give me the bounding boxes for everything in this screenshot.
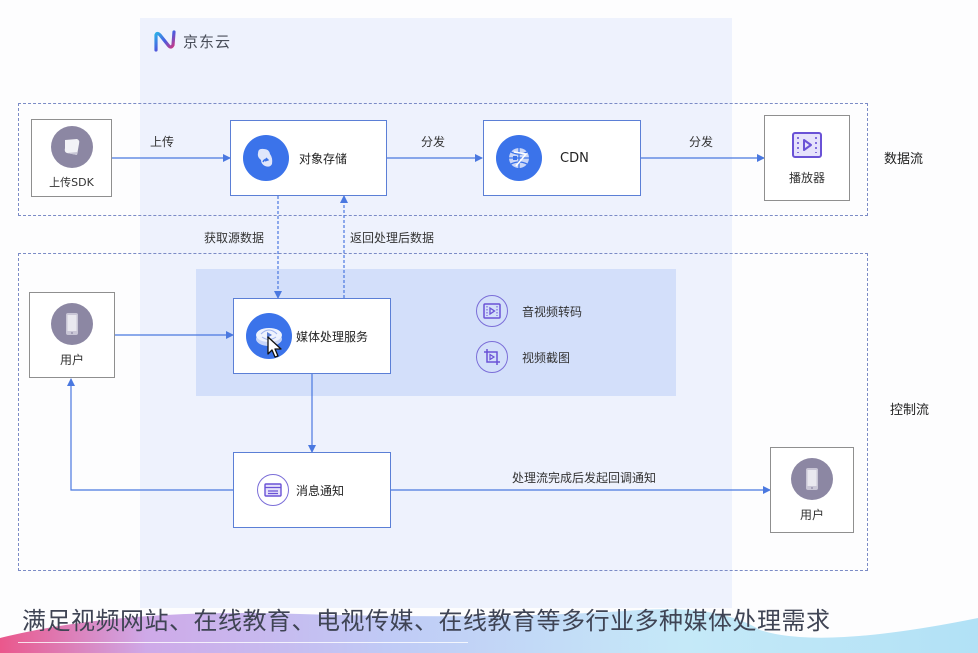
edge-label-callback: 处理流完成后发起回调通知 xyxy=(512,471,657,485)
cdn-label: CDN xyxy=(560,150,589,166)
node-object-storage[interactable]: 对象存储 xyxy=(230,120,387,196)
node-player[interactable]: 播放器 xyxy=(764,115,850,201)
control-flow-label: 控制流 xyxy=(890,403,930,418)
data-flow-zone xyxy=(18,103,868,216)
user-left-label: 用户 xyxy=(59,352,84,367)
edge-label-distribute-1: 分发 xyxy=(421,135,446,149)
footer-divider xyxy=(18,642,468,643)
jdcloud-logo-icon xyxy=(154,30,176,52)
video-crop-icon xyxy=(476,341,508,373)
player-label: 播放器 xyxy=(788,170,825,185)
brand-name: 京东云 xyxy=(183,32,232,51)
video-transcode-icon xyxy=(476,295,508,327)
footer-caption: 满足视频网站、在线教育、电视传媒、在线教育等多行业多种媒体处理需求 xyxy=(22,607,831,635)
node-user-left[interactable]: 用户 xyxy=(29,292,115,378)
upload-sdk-icon xyxy=(50,126,93,168)
edge-label-fetch-source: 获取源数据 xyxy=(204,231,265,245)
upload-sdk-label: 上传SDK xyxy=(49,176,94,189)
node-media-service[interactable]: 媒体处理服务 xyxy=(233,298,391,374)
user-right-label: 用户 xyxy=(799,507,824,522)
media-service-label: 媒体处理服务 xyxy=(296,329,369,344)
control-flow-zone xyxy=(18,253,868,571)
media-feature-transcode[interactable]: 音视频转码 xyxy=(476,295,582,327)
cloud-storage-icon xyxy=(243,135,289,181)
message-notify-label: 消息通知 xyxy=(296,483,345,498)
object-storage-label: 对象存储 xyxy=(299,151,348,166)
transcode-label: 音视频转码 xyxy=(522,304,583,319)
data-flow-label: 数据流 xyxy=(884,152,924,167)
message-card-icon xyxy=(257,474,289,506)
node-cdn[interactable]: CDN xyxy=(483,120,641,196)
screenshot-label: 视频截图 xyxy=(522,350,571,365)
mobile-phone-icon xyxy=(791,457,833,500)
edge-label-distribute-2: 分发 xyxy=(689,135,714,149)
video-player-icon xyxy=(792,131,822,158)
media-feature-screenshot[interactable]: 视频截图 xyxy=(476,341,570,373)
node-upload-sdk[interactable]: 上传SDK xyxy=(31,119,112,197)
edge-label-upload: 上传 xyxy=(150,135,175,149)
edge-notify-to-user xyxy=(67,378,233,491)
node-user-right[interactable]: 用户 xyxy=(770,447,854,533)
mouse-cursor-icon xyxy=(267,336,282,358)
mobile-phone-icon xyxy=(51,302,93,345)
edge-label-return-processed: 返回处理后数据 xyxy=(350,231,435,245)
globe-network-icon xyxy=(496,135,542,181)
node-message-notify[interactable]: 消息通知 xyxy=(233,452,391,528)
brand-logo: 京东云 xyxy=(153,30,231,52)
